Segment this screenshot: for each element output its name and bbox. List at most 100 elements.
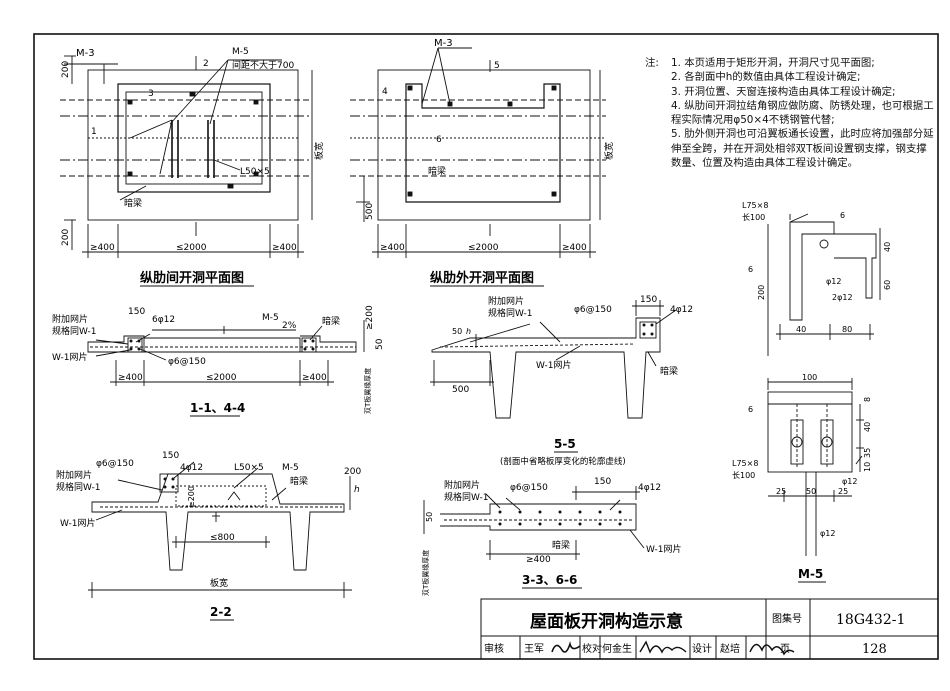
po-ge400b: ≥400: [562, 243, 587, 253]
m5-d40c: 40: [863, 422, 872, 432]
s22-d150: 150: [162, 451, 179, 461]
note-item: 1. 本页适用于矩形开洞，开洞尺寸见平面图;: [671, 57, 875, 69]
s22-h: h: [354, 485, 360, 495]
pb-s2: 2: [203, 59, 209, 69]
s55-beam: 暗梁: [660, 365, 678, 377]
s33-d50: 50: [425, 512, 434, 522]
s11-w1: W-1网片: [52, 351, 88, 363]
s22-title: 2-2: [210, 605, 232, 619]
s33-mesh-spec: 规格同W-1: [444, 491, 489, 503]
notes-heading: 注:: [645, 57, 659, 69]
s55-stirrup: φ6@150: [574, 305, 612, 315]
m5-d6c: 6: [748, 405, 753, 414]
plan-outside-ribs: [350, 47, 606, 258]
s11-beam: 暗梁: [322, 315, 340, 327]
m5-p12a: φ12: [826, 277, 841, 286]
s22-bar: 4φ12: [180, 463, 203, 473]
s33-side: 双T板翼缘厚度: [421, 550, 430, 596]
section-2-2: [88, 461, 352, 598]
po-board-width: 板宽: [603, 142, 615, 160]
s55-w1: W-1网片: [536, 359, 572, 371]
po-s5: 5: [494, 61, 500, 71]
m5-p12b: φ12: [842, 477, 857, 486]
s11-mesh-add: 附加网片: [52, 313, 88, 325]
po-s4: 4: [382, 87, 388, 97]
s11-ge200: ≥200: [365, 305, 375, 330]
s33-beam: 暗梁: [552, 539, 570, 551]
s55-bar: 4φ12: [670, 305, 693, 315]
m5-d25a: 25: [776, 487, 786, 496]
title-block: [480, 598, 939, 660]
s33-w1: W-1网片: [646, 543, 682, 555]
tb-atlas-label: 图集号: [772, 612, 802, 625]
s22-stirrup: φ6@150: [96, 459, 134, 469]
po-ge400a: ≥400: [380, 243, 405, 253]
tb-designer: 赵培: [720, 642, 740, 655]
s33-mesh-add: 附加网片: [444, 479, 480, 491]
pb-board-width: 板宽: [313, 142, 325, 160]
m5-d35: 35: [863, 448, 872, 458]
s11-slope: 2%: [282, 321, 297, 331]
note-item: 5. 肋外侧开洞也可沿翼板通长设置，此时应将加强部分延伸至全跨，并在开洞处相邻双…: [671, 128, 934, 170]
m5-d25b: 25: [838, 487, 848, 496]
section-1-1: [87, 320, 365, 386]
pb-ge400b: ≥400: [272, 243, 297, 253]
s22-mesh-add: 附加网片: [56, 469, 92, 481]
s55-h: h: [466, 327, 471, 336]
tb-page-no: 128: [862, 642, 887, 657]
m5-title: M-5: [798, 567, 823, 581]
tb-page-label: 页: [780, 643, 790, 655]
tb-checker: 何金生: [602, 642, 632, 655]
s55-d500: 500: [452, 385, 469, 395]
m5-d80: 80: [842, 325, 852, 334]
pb-title: 纵肋间开洞平面图: [140, 270, 244, 286]
s22-w1: W-1网片: [60, 517, 96, 529]
m5-p12c: φ12: [820, 529, 835, 538]
m5-d8: 8: [863, 397, 872, 402]
po-beam: 暗梁: [428, 165, 446, 177]
s11-m5: M-5: [262, 313, 279, 323]
m5-d50: 50: [806, 487, 816, 496]
checker-signature: [639, 640, 687, 654]
tb-check-label: 校对: [582, 642, 602, 655]
s22-mesh-spec: 规格同W-1: [56, 481, 101, 493]
m5-d100: 100: [802, 373, 817, 382]
m5-d60: 60: [883, 280, 892, 290]
s22-m5: M-5: [282, 463, 299, 473]
s22-ge200: ≥200: [187, 486, 196, 508]
s55-d50: 50: [452, 327, 462, 336]
s22-angle: L50×5: [234, 463, 264, 473]
s33-ge400: ≥400: [526, 555, 551, 565]
notes-list: 1. 本页适用于矩形开洞，开洞尺寸见平面图; 2. 各剖面中h的数值由具体工程设…: [645, 56, 935, 170]
s55-title: 5-5: [554, 437, 576, 451]
pb-m5: M-5: [232, 47, 249, 57]
pb-angle: L50×5: [240, 167, 270, 177]
s11-d50: 50: [375, 338, 385, 350]
s33-stirrup: φ6@150: [510, 483, 548, 493]
section-5-5: [430, 300, 677, 419]
s11-side: 双T板翼缘厚度: [363, 368, 372, 414]
tb-review-label: 审核: [484, 642, 504, 655]
section-3-3: [423, 486, 645, 560]
po-d500: 500: [365, 203, 375, 220]
notes-panel: 注: 1. 本页适用于矩形开洞，开洞尺寸见平面图; 2. 各剖面中h的数值由具体…: [645, 56, 935, 170]
note-item: 4. 纵肋间开洞拉结角钢应做防腐、防锈处理，也可根据工程实际情况用φ50×4不锈…: [671, 99, 934, 127]
m5-d6a: 6: [840, 211, 845, 220]
s11-mesh-spec: 规格同W-1: [52, 325, 97, 337]
s55-mesh-add: 附加网片: [488, 295, 524, 307]
tb-atlas-no: 18G432-1: [836, 612, 905, 628]
m5-p2-12: 2φ12: [832, 293, 853, 302]
tb-title: 屋面板开洞构造示意: [530, 611, 683, 632]
pb-d200a: 200: [61, 61, 71, 78]
s33-bars: [498, 510, 622, 526]
s11-title: 1-1、4-4: [190, 401, 245, 415]
pb-spacing: 间距不大于700: [232, 59, 294, 71]
designer-signature: [749, 643, 795, 656]
pb-beam: 暗梁: [124, 197, 142, 209]
s22-d200: 200: [344, 467, 361, 477]
m5-d10: 10: [863, 462, 872, 472]
pb-s3: 3: [148, 89, 154, 99]
m5-len2: 长100: [732, 470, 755, 480]
s11-ge400b: ≥400: [302, 373, 327, 383]
